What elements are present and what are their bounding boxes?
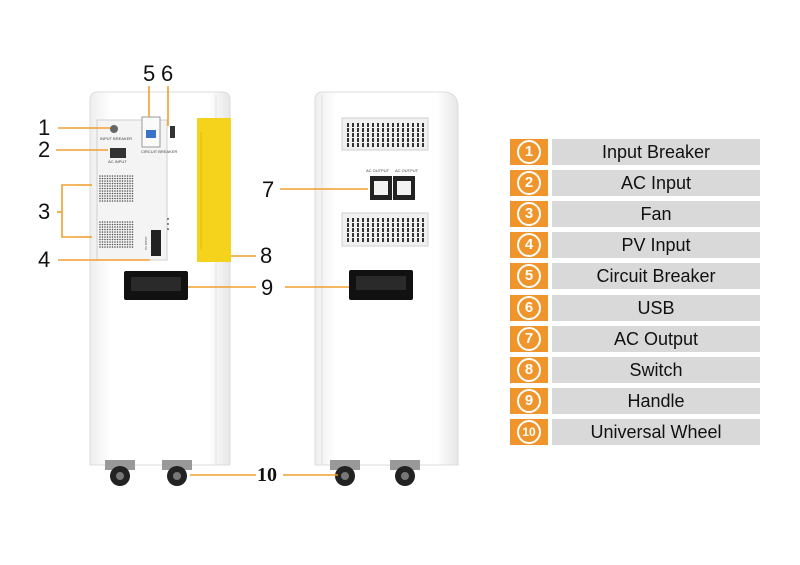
callout-5: 5 [143, 61, 156, 86]
legend-label: Input Breaker [552, 139, 760, 165]
input-breaker-knob [110, 125, 118, 133]
left-wheels [105, 460, 192, 486]
legend-row: 4 PV Input [510, 232, 760, 259]
callout-6: 6 [161, 61, 174, 86]
legend-number: 6 [517, 295, 541, 320]
legend-row: 6 USB [510, 294, 760, 321]
circuit-breaker-print: CIRCUIT BREAKER [141, 149, 177, 154]
legend-number-badge: 7 [510, 325, 548, 352]
legend-number: 1 [517, 140, 541, 164]
legend-number-badge: 1 [510, 139, 548, 165]
legend-label: Fan [552, 201, 760, 228]
legend-row: 2 AC Input [510, 170, 760, 197]
callout-10: 10 [257, 464, 277, 486]
legend-row: 7 AC Output [510, 325, 760, 352]
ac-output-print-right: AC OUTPUT [395, 168, 419, 173]
legend-row: 9 Handle [510, 387, 760, 414]
left-unit [89, 91, 231, 486]
legend-label: USB [552, 294, 760, 321]
right-wheels [330, 460, 420, 486]
fan-grilles [99, 175, 134, 248]
legend-label: Circuit Breaker [552, 263, 760, 290]
top-vent [341, 117, 429, 151]
pv-input-print: PV INPUT [144, 236, 148, 250]
ac-input-print: AC INPUT [108, 159, 127, 164]
callout-7: 7 [262, 177, 275, 202]
legend-number-badge: 8 [510, 356, 548, 383]
legend-row: 1 Input Breaker [510, 139, 760, 165]
legend-number-badge: 5 [510, 263, 548, 290]
callout-1: 1 [38, 115, 51, 140]
input-breaker-print: INPUT BREAKER [100, 136, 132, 141]
legend-number: 9 [517, 388, 541, 413]
legend-number: 8 [517, 357, 541, 382]
pv-input-port [151, 230, 161, 256]
legend-number: 5 [517, 264, 541, 289]
legend-row: 10 Universal Wheel [510, 418, 760, 445]
legend-row: 3 Fan [510, 201, 760, 228]
legend-number-badge: 9 [510, 387, 548, 414]
callout-2: 2 [38, 137, 51, 162]
legend-number-badge: 2 [510, 170, 548, 197]
legend-number-badge: 6 [510, 294, 548, 321]
callout-4: 4 [38, 247, 51, 272]
ac-input-socket [110, 148, 126, 158]
legend-label: AC Input [552, 170, 760, 197]
legend-number-badge: 4 [510, 232, 548, 259]
legend-number: 7 [517, 326, 541, 351]
callout-3: 3 [38, 199, 51, 224]
legend-number: 3 [517, 202, 541, 227]
legend-number-badge: 10 [510, 418, 548, 445]
legend-number: 2 [517, 171, 541, 196]
legend-row: 5 Circuit Breaker [510, 263, 760, 290]
legend-label: Universal Wheel [552, 418, 760, 445]
right-unit [314, 91, 459, 486]
callout-8: 8 [260, 243, 273, 268]
legend-label: PV Input [552, 232, 760, 259]
legend-label: Switch [552, 356, 760, 383]
legend-row: 8 Switch [510, 356, 760, 383]
leader-lines [56, 86, 368, 476]
legend-label: AC Output [552, 325, 760, 352]
legend-number: 10 [517, 419, 541, 444]
bottom-vent [341, 212, 429, 247]
legend-number-badge: 3 [510, 201, 548, 228]
legend-label: Handle [552, 387, 760, 414]
usb-port [170, 126, 175, 138]
callout-9: 9 [261, 275, 274, 300]
switch-panel [197, 118, 231, 262]
legend-number: 4 [517, 233, 541, 258]
ac-output-print-left: AC OUTPUT [366, 168, 390, 173]
